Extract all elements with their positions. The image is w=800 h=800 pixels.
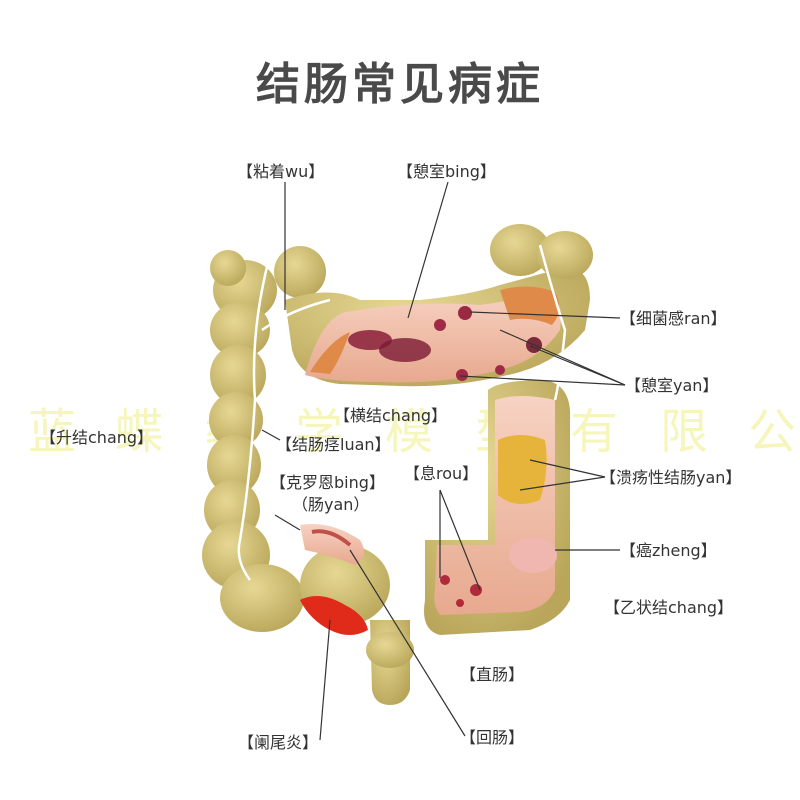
label-polyp: 【息rou】 [404,464,479,483]
watermark-char: 模 [385,404,434,460]
transverse-colon-shape [285,268,590,387]
watermark-char: 公 [748,404,797,460]
ascending-colon-shape [202,246,326,632]
label-diverticulitis: 【憩室yan】 [625,376,719,395]
label-adhesion: 【粘着wu】 [237,162,325,181]
watermark-char: 学 [295,404,344,460]
label-rectum: 【直肠】 [460,665,525,684]
watermark-char: 限 [660,404,709,460]
label-sigmoid-colon: 【乙状结chang】 [604,598,734,617]
label-diverticulum-disease: 【憩室bing】 [397,162,496,181]
leader-lines [261,181,626,741]
page-title: 结肠常见病症 [256,59,544,110]
label-crohns-note: （肠yan） [292,495,370,514]
blood-vessel-lines [237,244,567,581]
label-transverse-colon: 【横结chang】 [334,406,448,425]
label-ileum: 【回肠】 [460,728,525,747]
label-bacterial-infection: 【细菌感ran】 [620,309,727,328]
label-ascending-colon: 【升结chang】 [40,428,154,447]
label-crohns-disease: 【克罗恩bing】 [270,473,385,492]
watermark-char: 有 [570,404,619,460]
watermark-char: 蝶 [115,404,164,460]
label-appendicitis: 【阑尾炎】 [238,733,319,752]
watermark-char: 蓝 [28,404,77,460]
label-colon-spasm: 【结肠痉luan】 [276,435,391,454]
descending-colon-shape [424,224,593,635]
appendix-shape [300,596,368,635]
label-cancer: 【癌zheng】 [620,541,717,560]
label-ulcerative-colitis: 【溃疡性结肠yan】 [600,468,742,487]
